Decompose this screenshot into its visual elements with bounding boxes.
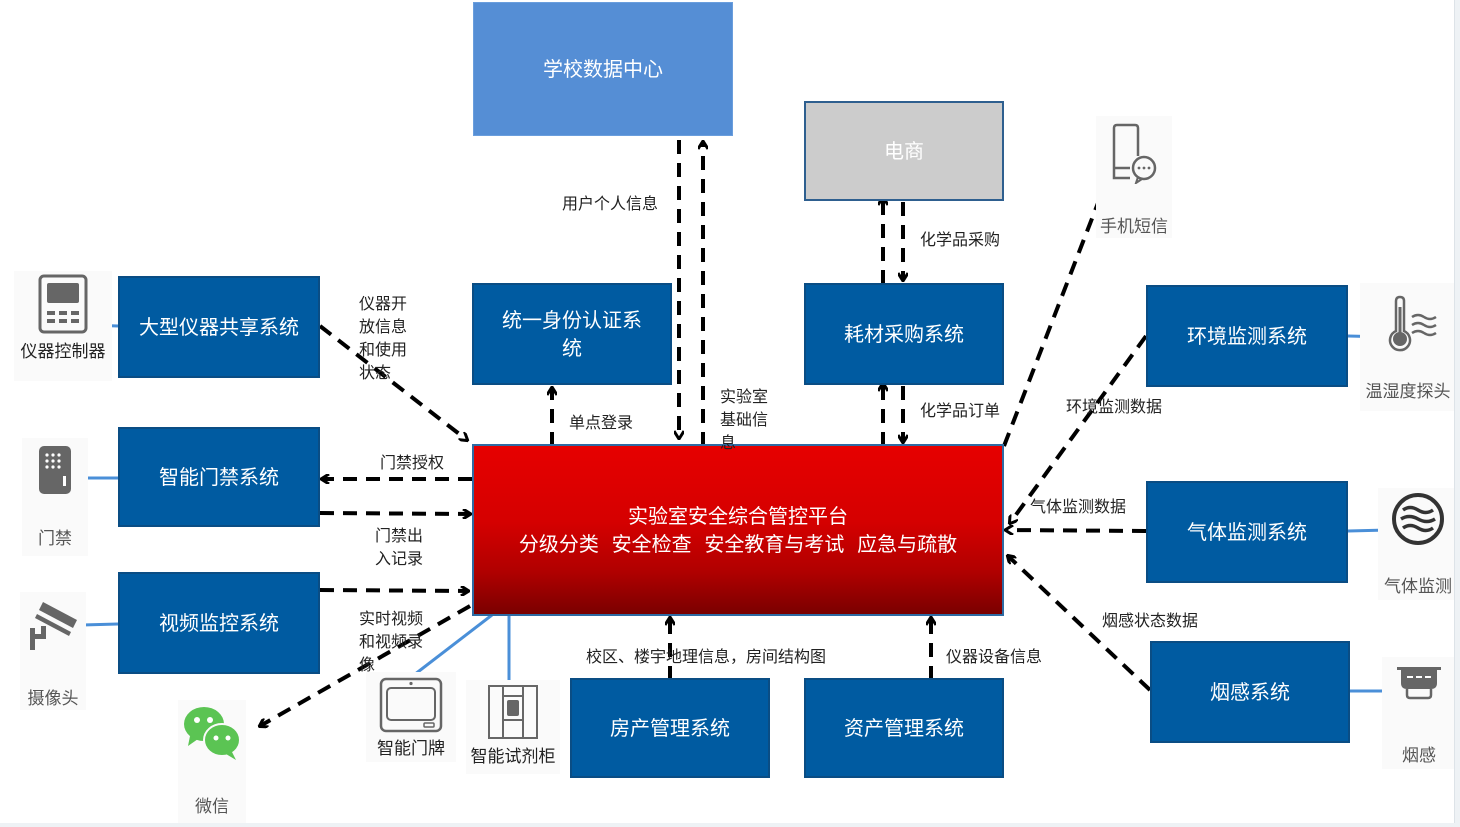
flow-label-gas-data: 气体监测数据	[1030, 497, 1127, 516]
unified-auth-label: 统一身份认证系统	[502, 308, 642, 360]
temp-humidity-probe-caption: 温湿度探头	[1365, 382, 1451, 402]
flow-label-user-info: 用户个人信息	[562, 194, 659, 213]
arrow-video	[319, 590, 468, 591]
flow-label-access-records: 门禁出入记录	[375, 526, 424, 568]
arrow-instrument-info	[318, 324, 467, 440]
frame-border-bottom	[0, 823, 1460, 827]
frame-border-right	[1454, 0, 1460, 827]
procurement-box[interactable]: 耗材采购系统	[804, 283, 1004, 385]
asset-mgmt-label: 资产管理系统	[844, 716, 964, 740]
flow-label-chem-order: 化学品订单	[920, 401, 1001, 420]
device-sms[interactable]: 手机短信	[1096, 116, 1172, 238]
smoke-detector-icon	[1397, 667, 1441, 700]
central-platform-box[interactable]: 实验室安全综合管控平台 分级分类 安全检查 安全教育与考试 应急与疏散	[472, 444, 1004, 616]
flow-label-campus-geo: 校区、楼宇地理信息，房间结构图	[586, 647, 827, 666]
flow-label-equipment-info: 仪器设备信息	[946, 647, 1043, 666]
env-monitor-box[interactable]: 环境监测系统	[1146, 285, 1348, 387]
device-camera[interactable]: 摄像头	[20, 592, 86, 710]
env-monitor-label: 环境监测系统	[1187, 324, 1307, 348]
procurement-label: 耗材采购系统	[844, 322, 964, 346]
device-wechat[interactable]: 微信	[178, 700, 246, 826]
flow-label-sso: 单点登录	[569, 413, 634, 432]
video-surveillance-box[interactable]: 视频监控系统	[118, 572, 320, 674]
gas-sensor-icon	[1392, 493, 1444, 545]
instrument-controller-caption: 仪器控制器	[20, 342, 106, 362]
device-door-lock[interactable]: 门禁	[22, 438, 88, 556]
reagent-cabinet-icon	[488, 685, 538, 739]
device-reagent-cabinet[interactable]: 智能试剂柜	[466, 680, 560, 774]
smoke-system-box[interactable]: 烟感系统	[1150, 641, 1350, 743]
arrow-sms	[1002, 172, 1110, 447]
device-smart-doorplate[interactable]: 智能门牌	[366, 672, 456, 762]
access-control-box[interactable]: 智能门禁系统	[118, 427, 320, 527]
instrument-sharing-label: 大型仪器共享系统	[139, 315, 299, 339]
reagent-cabinet-caption: 智能试剂柜	[470, 747, 556, 767]
wechat-caption: 微信	[195, 797, 229, 817]
link-doorplate	[409, 613, 493, 680]
smart-doorplate-icon	[379, 677, 443, 733]
arrow-env-data	[1010, 334, 1148, 523]
property-mgmt-box[interactable]: 房产管理系统	[570, 678, 770, 778]
door-lock-icon	[39, 446, 71, 494]
smart-doorplate-caption: 智能门牌	[377, 739, 445, 759]
property-mgmt-label: 房产管理系统	[610, 716, 730, 740]
instrument-sharing-box[interactable]: 大型仪器共享系统	[118, 276, 320, 378]
access-control-label: 智能门禁系统	[159, 465, 279, 489]
flow-label-video: 实时视频和视频录像	[359, 609, 424, 674]
smoke-detector-caption: 烟感	[1402, 746, 1436, 766]
arrow-gas-data	[1006, 530, 1147, 531]
unified-auth-box[interactable]: 统一身份认证系统	[472, 283, 672, 385]
sms-caption: 手机短信	[1100, 217, 1168, 237]
sms-icon	[1112, 123, 1157, 184]
ecommerce-box[interactable]: 电商	[804, 101, 1004, 201]
gas-monitor-box[interactable]: 气体监测系统	[1146, 481, 1348, 583]
asset-mgmt-box[interactable]: 资产管理系统	[804, 678, 1004, 778]
door-lock-caption: 门禁	[38, 529, 72, 549]
flow-label-access-auth: 门禁授权	[380, 453, 445, 472]
device-smoke-detector[interactable]: 烟感	[1382, 657, 1456, 769]
arrow-smoke-data	[1008, 556, 1152, 692]
wechat-icon	[184, 707, 241, 760]
platform-modules: 分级分类 安全检查 安全教育与考试 应急与疏散	[518, 532, 958, 556]
flow-label-chem-purchase: 化学品采购	[920, 230, 1001, 249]
gas-monitor-label: 气体监测系统	[1187, 520, 1307, 544]
flow-label-instrument-info: 仪器开放信息和使用状态	[359, 294, 408, 382]
instrument-controller-icon	[38, 274, 88, 334]
device-instrument-controller[interactable]: 仪器控制器	[14, 271, 112, 381]
platform-title: 实验室安全综合管控平台	[628, 504, 848, 528]
device-gas-sensor[interactable]: 气体监测	[1378, 488, 1458, 600]
data-center-box[interactable]: 学校数据中心	[473, 2, 733, 136]
ecommerce-label: 电商	[884, 139, 924, 163]
camera-icon	[30, 602, 77, 650]
smoke-system-label: 烟感系统	[1210, 680, 1290, 704]
flow-label-smoke-data: 烟感状态数据	[1102, 611, 1199, 630]
camera-caption: 摄像头	[27, 689, 79, 709]
device-temp-humidity-probe[interactable]: 温湿度探头	[1360, 283, 1456, 411]
flow-label-lab-basic-info: 实验室基础信息	[720, 387, 769, 452]
video-surveillance-label: 视频监控系统	[159, 611, 279, 635]
link-camera	[81, 622, 119, 627]
data-center-label: 学校数据中心	[543, 57, 663, 81]
arrow-access-records	[319, 513, 470, 514]
arrow-wechat	[260, 604, 471, 726]
gas-sensor-caption: 气体监测	[1384, 577, 1452, 597]
flow-label-env-data: 环境监测数据	[1066, 397, 1163, 416]
thermometer-icon	[1388, 295, 1437, 352]
